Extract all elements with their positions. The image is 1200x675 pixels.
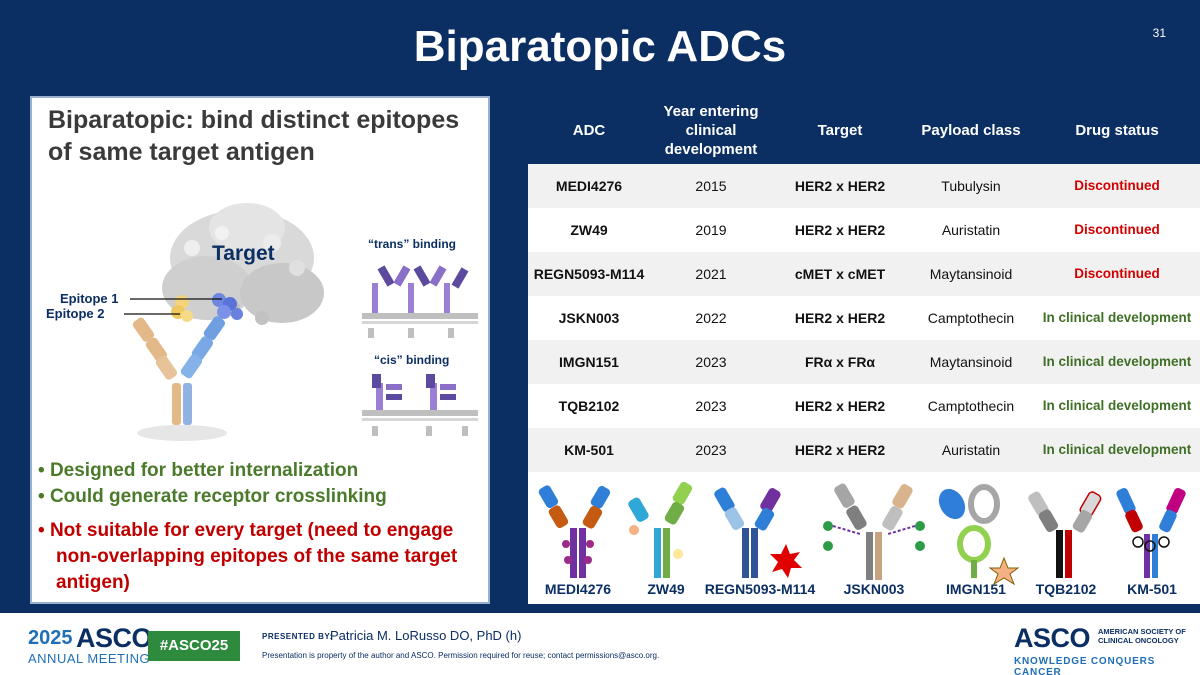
cell-adc: TQB2102 — [528, 384, 650, 428]
tagline: KNOWLEDGE CONQUERS CANCER — [1014, 656, 1156, 675]
cell-adc: MEDI4276 — [528, 164, 650, 208]
structure-label-km501: KM-501 — [1127, 581, 1177, 597]
bullet-list: • Designed for better internalization • … — [38, 458, 488, 596]
cell-status: Discontinued — [1034, 252, 1200, 296]
table-row: TQB2102 2023 HER2 x HER2 Camptothecin In… — [528, 384, 1200, 428]
cell-payload: Maytansinoid — [908, 252, 1034, 296]
cell-payload: Auristatin — [908, 208, 1034, 252]
cell-adc: ZW49 — [528, 208, 650, 252]
cell-status: Discontinued — [1034, 208, 1200, 252]
copyright-note: Presentation is property of the author a… — [262, 651, 660, 660]
bullet-crosslinking: • Could generate receptor crosslinking — [38, 486, 387, 507]
structure-label-medi4276: MEDI4276 — [545, 581, 611, 597]
cell-target: HER2 x HER2 — [772, 428, 908, 472]
km501-structure-icon — [1116, 487, 1186, 578]
adc-table: ADC Year entering clinical development T… — [528, 96, 1200, 472]
cell-adc: KM-501 — [528, 428, 650, 472]
cell-status: In clinical development — [1034, 428, 1200, 472]
cell-payload: Camptothecin — [908, 296, 1034, 340]
header-target: Target — [772, 96, 908, 164]
adc-structures-strip: MEDI4276 ZW49 REGN5093-M114 — [538, 481, 1186, 597]
cell-target: FRα x FRα — [772, 340, 908, 384]
cell-adc: REGN5093-M114 — [528, 252, 650, 296]
table-row: IMGN151 2023 FRα x FRα Maytansinoid In c… — [528, 340, 1200, 384]
cell-adc: JSKN003 — [528, 296, 650, 340]
header-status: Drug status — [1034, 96, 1200, 164]
bullet-internalization: • Designed for better internalization — [38, 460, 359, 481]
asco-annual-meeting-logo: ASCO — [76, 623, 153, 653]
jskn003-structure-icon — [823, 483, 925, 580]
cell-year: 2015 — [650, 164, 772, 208]
slide-background: Biparatopic ADCs 31 Biparatopic: bind di… — [0, 0, 1200, 613]
cis-binding-label: “cis” binding — [374, 353, 449, 367]
epitope-yellow-icon — [171, 295, 193, 322]
presenter-name: Patricia M. LoRusso DO, PhD (h) — [330, 628, 522, 643]
cell-payload: Tubulysin — [908, 164, 1034, 208]
footer-year: 2025 — [28, 627, 73, 649]
target-antigen-icon — [162, 203, 324, 325]
table-row: JSKN003 2022 HER2 x HER2 Camptothecin In… — [528, 296, 1200, 340]
hashtag-badge: #ASCO25 — [148, 631, 240, 661]
imgn151-structure-icon — [938, 484, 1020, 586]
structure-label-regn5093: REGN5093-M114 — [705, 581, 816, 597]
slide-title: Biparatopic ADCs — [413, 22, 787, 71]
cell-payload: Camptothecin — [908, 384, 1034, 428]
header-year: Year entering clinical development — [650, 96, 772, 164]
panel-heading: Biparatopic: bind distinct epitopes of s… — [48, 106, 460, 166]
cell-adc: IMGN151 — [528, 340, 650, 384]
cell-status: In clinical development — [1034, 296, 1200, 340]
cell-year: 2019 — [650, 208, 772, 252]
page-number: 31 — [1152, 26, 1166, 40]
annual-meeting-label: ANNUAL MEETING — [28, 651, 151, 666]
trans-binding-icon — [362, 265, 478, 338]
adc-table-panel: ADC Year entering clinical development T… — [528, 96, 1200, 604]
footer: 2025 ASCO ANNUAL MEETING #ASCO25 PRESENT… — [0, 613, 1200, 675]
table-row: ZW49 2019 HER2 x HER2 Auristatin Discont… — [528, 208, 1200, 252]
cell-year: 2023 — [650, 384, 772, 428]
table-row: KM-501 2023 HER2 x HER2 Auristatin In cl… — [528, 428, 1200, 472]
left-panel: Biparatopic: bind distinct epitopes of s… — [30, 96, 490, 604]
biparatopic-antibody-icon — [132, 316, 227, 441]
zw49-structure-icon — [628, 481, 693, 578]
cell-payload: Auristatin — [908, 428, 1034, 472]
tqb2102-structure-icon — [1028, 491, 1102, 578]
header-adc: ADC — [528, 96, 650, 164]
cell-target: HER2 x HER2 — [772, 164, 908, 208]
table-header-row: ADC Year entering clinical development T… — [528, 96, 1200, 164]
structure-label-imgn151: IMGN151 — [946, 581, 1006, 597]
cell-year: 2023 — [650, 428, 772, 472]
epitope-2-label: Epitope 2 — [46, 306, 105, 321]
cell-year: 2022 — [650, 296, 772, 340]
cell-year: 2023 — [650, 340, 772, 384]
table-row: MEDI4276 2015 HER2 x HER2 Tubulysin Disc… — [528, 164, 1200, 208]
trans-binding-label: “trans” binding — [368, 237, 456, 251]
epitope-1-label: Epitope 1 — [60, 291, 119, 306]
cell-target: cMET x cMET — [772, 252, 908, 296]
table-row: REGN5093-M114 2021 cMET x cMET Maytansin… — [528, 252, 1200, 296]
cell-target: HER2 x HER2 — [772, 208, 908, 252]
cell-status: In clinical development — [1034, 384, 1200, 428]
medi4276-structure-icon — [538, 485, 611, 578]
structure-label-zw49: ZW49 — [647, 581, 685, 597]
cis-binding-icon — [362, 374, 478, 436]
society-name: AMERICAN SOCIETY OF CLINICAL ONCOLOGY — [1098, 627, 1186, 645]
bullet-limitation: • Not suitable for every target (need to… — [38, 520, 458, 593]
cell-status: Discontinued — [1034, 164, 1200, 208]
cell-target: HER2 x HER2 — [772, 296, 908, 340]
asco-society-logo: ASCO — [1014, 623, 1091, 653]
biparatopic-illustration: Target Epitope 1 Epitope 2 — [46, 203, 478, 441]
presented-by-label: PRESENTED BY: — [262, 632, 333, 641]
structure-label-jskn003: JSKN003 — [844, 581, 905, 597]
structure-label-tqb2102: TQB2102 — [1036, 581, 1097, 597]
regn5093-structure-icon — [714, 487, 802, 578]
cell-target: HER2 x HER2 — [772, 384, 908, 428]
epitope-blue-icon — [212, 293, 243, 320]
cell-payload: Maytansinoid — [908, 340, 1034, 384]
header-payload: Payload class — [908, 96, 1034, 164]
cell-year: 2021 — [650, 252, 772, 296]
cell-status: In clinical development — [1034, 340, 1200, 384]
target-label: Target — [212, 242, 275, 265]
